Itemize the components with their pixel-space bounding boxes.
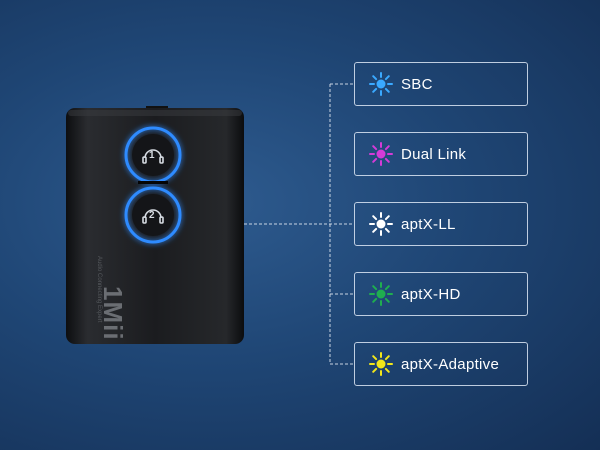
- codec-item-aptx-ll: aptX-LL: [354, 202, 528, 246]
- button-2-glyph: 2: [149, 210, 155, 221]
- codec-label: SBC: [401, 75, 433, 93]
- codec-item-aptx-hd: aptX-HD: [354, 272, 528, 316]
- codec-label: aptX-HD: [401, 285, 461, 303]
- sun-led-icon: [369, 72, 393, 96]
- bluetooth-adapter-device: 1 2 1Mii Audio Connecting Expert: [66, 106, 246, 346]
- sun-led-icon: [369, 142, 393, 166]
- codec-item-sbc: SBC: [354, 62, 528, 106]
- codec-label: aptX-LL: [401, 215, 456, 233]
- button-1-glyph: 1: [149, 150, 155, 161]
- brand-tagline: Audio Connecting Expert: [96, 256, 102, 323]
- codec-item-dual-link: Dual Link: [354, 132, 528, 176]
- codec-label: aptX-Adaptive: [401, 355, 500, 373]
- codec-label: Dual Link: [401, 145, 467, 163]
- sun-led-icon: [369, 352, 393, 376]
- codec-item-aptx-adaptive: aptX-Adaptive: [354, 342, 528, 386]
- sun-led-icon: [369, 212, 393, 236]
- sun-led-icon: [369, 282, 393, 306]
